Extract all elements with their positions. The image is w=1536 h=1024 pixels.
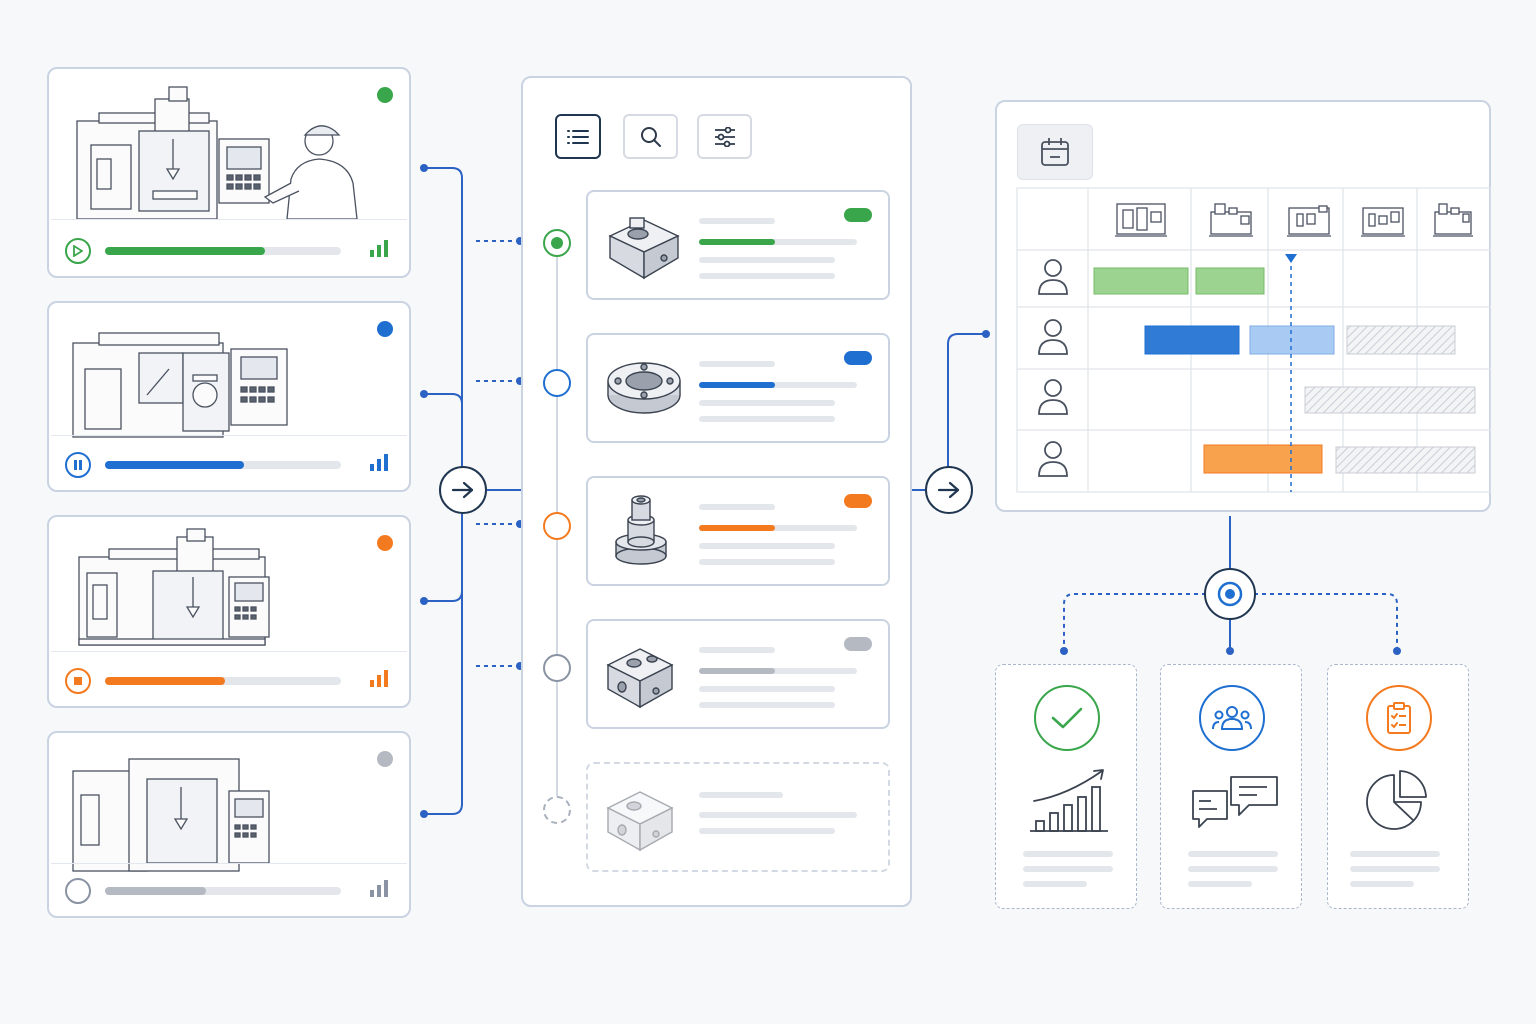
gantt-bar-pending	[1304, 386, 1476, 414]
job-card-3[interactable]	[586, 476, 890, 586]
search-button[interactable]	[623, 114, 678, 159]
status-dot-running	[377, 87, 393, 103]
schedule-board	[995, 100, 1491, 512]
machining-center-illustration	[72, 758, 270, 872]
gantt-bar-delayed	[1203, 444, 1323, 474]
list-view-button[interactable]	[555, 114, 601, 159]
step-marker-stopped	[543, 512, 571, 540]
floor-line	[51, 435, 407, 436]
calendar-icon	[1041, 138, 1069, 166]
step-marker-paused	[543, 369, 571, 397]
team-icon	[1199, 685, 1265, 751]
machine-card-4[interactable]	[47, 731, 411, 918]
status-pill-idle	[844, 637, 872, 651]
machine-progress-bar	[105, 461, 341, 469]
vertical-mill-illustration	[78, 528, 270, 646]
block-part-icon	[606, 791, 674, 852]
stop-icon[interactable]	[65, 668, 91, 694]
job-card-2[interactable]	[586, 333, 890, 443]
machine-icon	[1115, 203, 1167, 237]
arrow-right-icon	[937, 481, 960, 499]
signal-bars-icon	[370, 880, 388, 897]
arrow-right-icon	[451, 481, 474, 499]
filter-button[interactable]	[697, 114, 752, 159]
signal-bars-icon	[370, 670, 388, 687]
status-dot-stopped	[377, 535, 393, 551]
status-dot-idle	[377, 751, 393, 767]
floor-line	[51, 219, 407, 220]
bracket-part-icon	[608, 217, 680, 280]
step-marker-idle	[543, 654, 571, 682]
chat-bubbles-icon	[1192, 776, 1278, 828]
cnc-lathe-illustration	[72, 332, 288, 438]
shaft-part-icon	[615, 495, 667, 565]
user-icon	[1038, 259, 1068, 295]
machine-card-2[interactable]	[47, 301, 411, 492]
flange-part-icon	[607, 362, 681, 414]
gantt-bar-active	[1144, 325, 1240, 355]
machine-card-1[interactable]	[47, 67, 411, 278]
status-pill-running	[844, 208, 872, 222]
gantt-bar-planned	[1249, 325, 1335, 355]
idle-circle-icon[interactable]	[65, 878, 91, 904]
now-marker	[1285, 254, 1297, 492]
schedule-arrow-button[interactable]	[925, 466, 973, 514]
floor-line	[51, 863, 407, 864]
gantt-bar-pending	[1346, 325, 1456, 355]
job-queue-panel	[521, 76, 912, 907]
status-pill-paused	[844, 351, 872, 365]
play-icon[interactable]	[65, 238, 91, 264]
signal-bars-icon	[370, 454, 388, 471]
list-icon	[567, 129, 589, 144]
gantt-bar-complete	[1195, 267, 1265, 295]
machine-icon	[1361, 207, 1405, 237]
job-card-4[interactable]	[586, 619, 890, 729]
calendar-button[interactable]	[1017, 124, 1093, 180]
job-card-pending[interactable]	[586, 762, 890, 872]
check-icon	[1034, 685, 1100, 751]
hub-arrow-button[interactable]	[439, 466, 487, 514]
machine-card-3[interactable]	[47, 515, 411, 708]
step-marker-running	[543, 229, 571, 257]
machine-progress-bar	[105, 677, 341, 685]
gantt-bar-pending	[1335, 446, 1476, 474]
schedule-grid	[1016, 187, 1491, 493]
target-node[interactable]	[1204, 568, 1256, 620]
user-icon	[1038, 441, 1068, 477]
search-icon	[640, 126, 661, 147]
user-icon	[1038, 379, 1068, 415]
sliders-icon	[714, 126, 735, 147]
machine-progress-bar	[105, 247, 341, 255]
floor-line	[51, 651, 407, 652]
target-icon	[1217, 581, 1243, 607]
outcome-card-quality[interactable]	[995, 664, 1137, 909]
machine-icon	[1209, 203, 1253, 237]
pause-icon[interactable]	[65, 452, 91, 478]
job-card-1[interactable]	[586, 190, 890, 300]
cnc-machine-with-operator-illustration	[76, 86, 358, 220]
pie-chart-icon	[1366, 770, 1427, 830]
block-part-icon	[606, 648, 674, 709]
user-icon	[1038, 319, 1068, 355]
outcome-card-reports[interactable]	[1327, 664, 1469, 909]
step-marker-pending	[543, 796, 571, 824]
trend-chart-icon	[1030, 769, 1108, 832]
machine-icon	[1433, 203, 1473, 237]
machine-progress-bar	[105, 887, 341, 895]
clipboard-icon	[1366, 685, 1432, 751]
gantt-bar-complete	[1093, 267, 1189, 295]
status-pill-stopped	[844, 494, 872, 508]
status-dot-paused	[377, 321, 393, 337]
signal-bars-icon	[370, 240, 388, 257]
outcome-card-team[interactable]	[1160, 664, 1302, 909]
machine-icon	[1287, 205, 1331, 237]
